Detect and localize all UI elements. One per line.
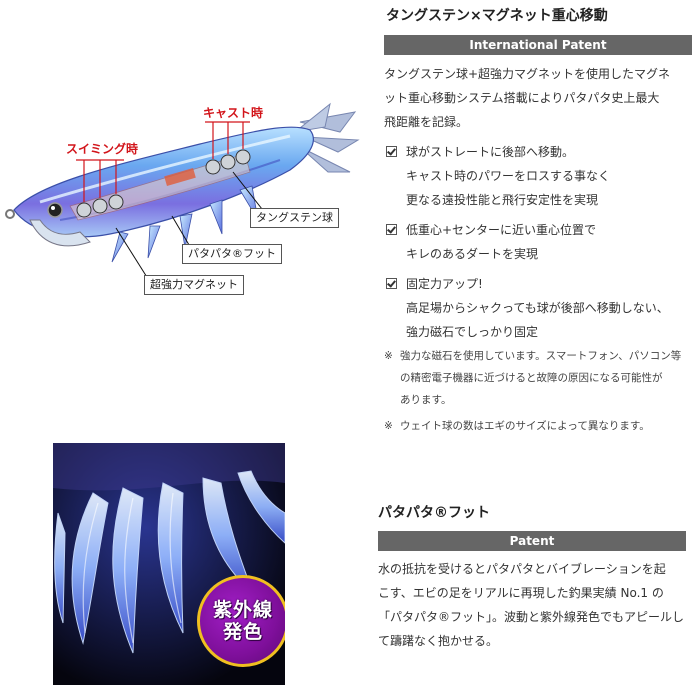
label-tungsten: タングステン球 bbox=[250, 208, 339, 228]
intro-line: ット重心移動システム搭載によりパタパタ史上最大 bbox=[384, 91, 660, 105]
body-line: こす、エビの足をリアルに再現した釣果実績 No.1 の bbox=[378, 586, 664, 600]
feature-head: 固定力アップ! bbox=[406, 277, 483, 291]
note-mark: ※ bbox=[384, 350, 393, 362]
note-line: あります。 bbox=[400, 394, 452, 406]
section2-body: 水の抵抗を受けるとパタパタとバイブレーションを起 こす、エビの足をリアルに再現し… bbox=[378, 557, 696, 653]
lure-eye bbox=[47, 202, 63, 218]
section1-bar: International Patent bbox=[384, 35, 692, 55]
section1-title: タングステン×マグネット重心移動 bbox=[386, 8, 608, 24]
note-1: ※ 強力な磁石を使用しています。スマートフォン、パソコン等 の精密電子機器に近づ… bbox=[384, 345, 696, 411]
label-magnet: 超強力マグネット bbox=[144, 275, 244, 295]
note-line: ウェイト球の数はエギのサイズによって異なります。 bbox=[400, 420, 650, 432]
intro-line: 飛距離を記録。 bbox=[384, 115, 469, 129]
feature-item: 固定力アップ! bbox=[386, 272, 696, 296]
notes: ※ 強力な磁石を使用しています。スマートフォン、パソコン等 の精密電子機器に近づ… bbox=[384, 345, 696, 437]
weight-balls-cast bbox=[205, 149, 251, 175]
feature-head: 低重心+センターに近い重心位置で bbox=[406, 223, 597, 237]
uv-glow-photo: 紫外線 発色 bbox=[53, 443, 285, 685]
feature-line: 強力磁石でしっかり固定 bbox=[406, 325, 539, 339]
callout-cast: キャスト時 bbox=[203, 106, 264, 120]
section2-bar: Patent bbox=[378, 531, 686, 551]
lure-illustration: スイミング時 キャスト時 タングステン球 パタパタ®フット 超強力マグネット bbox=[0, 92, 360, 302]
callout-swimming: スイミング時 bbox=[66, 142, 139, 156]
intro-line: タングステン球+超強力マグネットを使用したマグネ bbox=[384, 67, 671, 81]
body-line: 「パタパタ®フット」。波動と紫外線発色でもアピールし bbox=[378, 610, 685, 624]
feature-line: キレのあるダートを実現 bbox=[406, 247, 539, 261]
section1-intro: タングステン球+超強力マグネットを使用したマグネ ット重心移動システム搭載により… bbox=[384, 62, 696, 134]
lure-drawing bbox=[5, 102, 360, 283]
feature-list: 球がストレートに後部へ移動。 キャスト時のパワーをロスする事なく 更なる遠投性能… bbox=[386, 140, 696, 344]
feature-head: 球がストレートに後部へ移動。 bbox=[406, 145, 575, 159]
badge-line1: 紫外線 bbox=[212, 599, 273, 621]
checkbox-icon bbox=[386, 146, 397, 157]
note-2: ※ ウェイト球の数はエギのサイズによって異なります。 bbox=[384, 415, 696, 437]
feature-item: 低重心+センターに近い重心位置で bbox=[386, 218, 696, 242]
weight-balls-swimming bbox=[76, 194, 124, 218]
checkbox-icon bbox=[386, 278, 397, 289]
uv-color-badge: 紫外線 発色 bbox=[197, 575, 285, 667]
feature-line: 更なる遠投性能と飛行安定性を実現 bbox=[406, 193, 599, 207]
note-line: 強力な磁石を使用しています。スマートフォン、パソコン等 bbox=[400, 350, 682, 362]
checkbox-icon bbox=[386, 224, 397, 235]
body-line: 水の抵抗を受けるとパタパタとバイブレーションを起 bbox=[378, 562, 666, 576]
tail-feathers bbox=[293, 102, 360, 173]
body-line: て躊躇なく抱かせる。 bbox=[378, 634, 499, 648]
feature-line: キャスト時のパワーをロスする事なく bbox=[406, 169, 611, 183]
note-mark: ※ bbox=[384, 420, 393, 432]
badge-line2: 発色 bbox=[222, 621, 263, 643]
section2-title: パタパタ®フット bbox=[378, 505, 490, 521]
label-patapata: パタパタ®フット bbox=[182, 244, 282, 264]
feature-item: 球がストレートに後部へ移動。 bbox=[386, 140, 696, 164]
note-line: の精密電子機器に近づけると故障の原因になる可能性が bbox=[400, 372, 663, 384]
feature-line: 高足場からシャクっても球が後部へ移動しない、 bbox=[406, 301, 669, 315]
